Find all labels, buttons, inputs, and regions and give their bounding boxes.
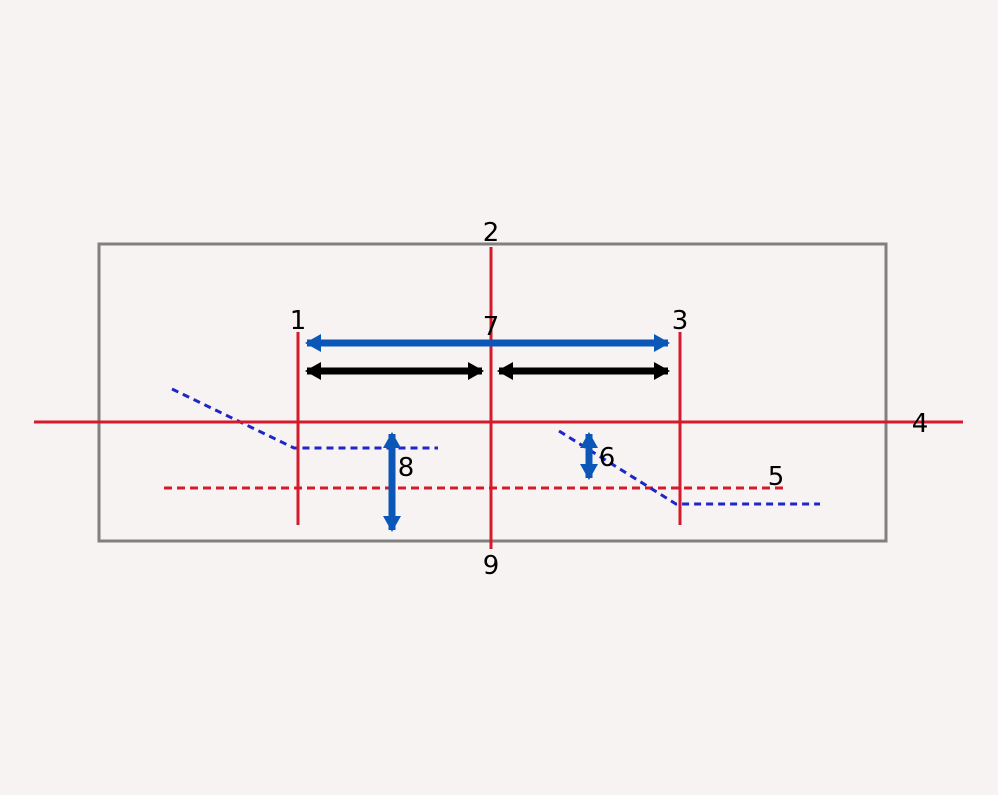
blue-dashed-profile-right (558, 429, 820, 506)
label-3: 3 (672, 306, 689, 336)
label-2: 2 (483, 218, 500, 248)
label-4: 4 (912, 409, 929, 439)
label-9: 9 (483, 551, 500, 581)
label-7: 7 (483, 312, 500, 342)
label-6: 6 (599, 443, 616, 473)
label-5: 5 (768, 462, 785, 492)
label-1: 1 (290, 306, 307, 336)
blue-dashed-profile-left (171, 387, 438, 450)
label-8: 8 (398, 453, 415, 483)
